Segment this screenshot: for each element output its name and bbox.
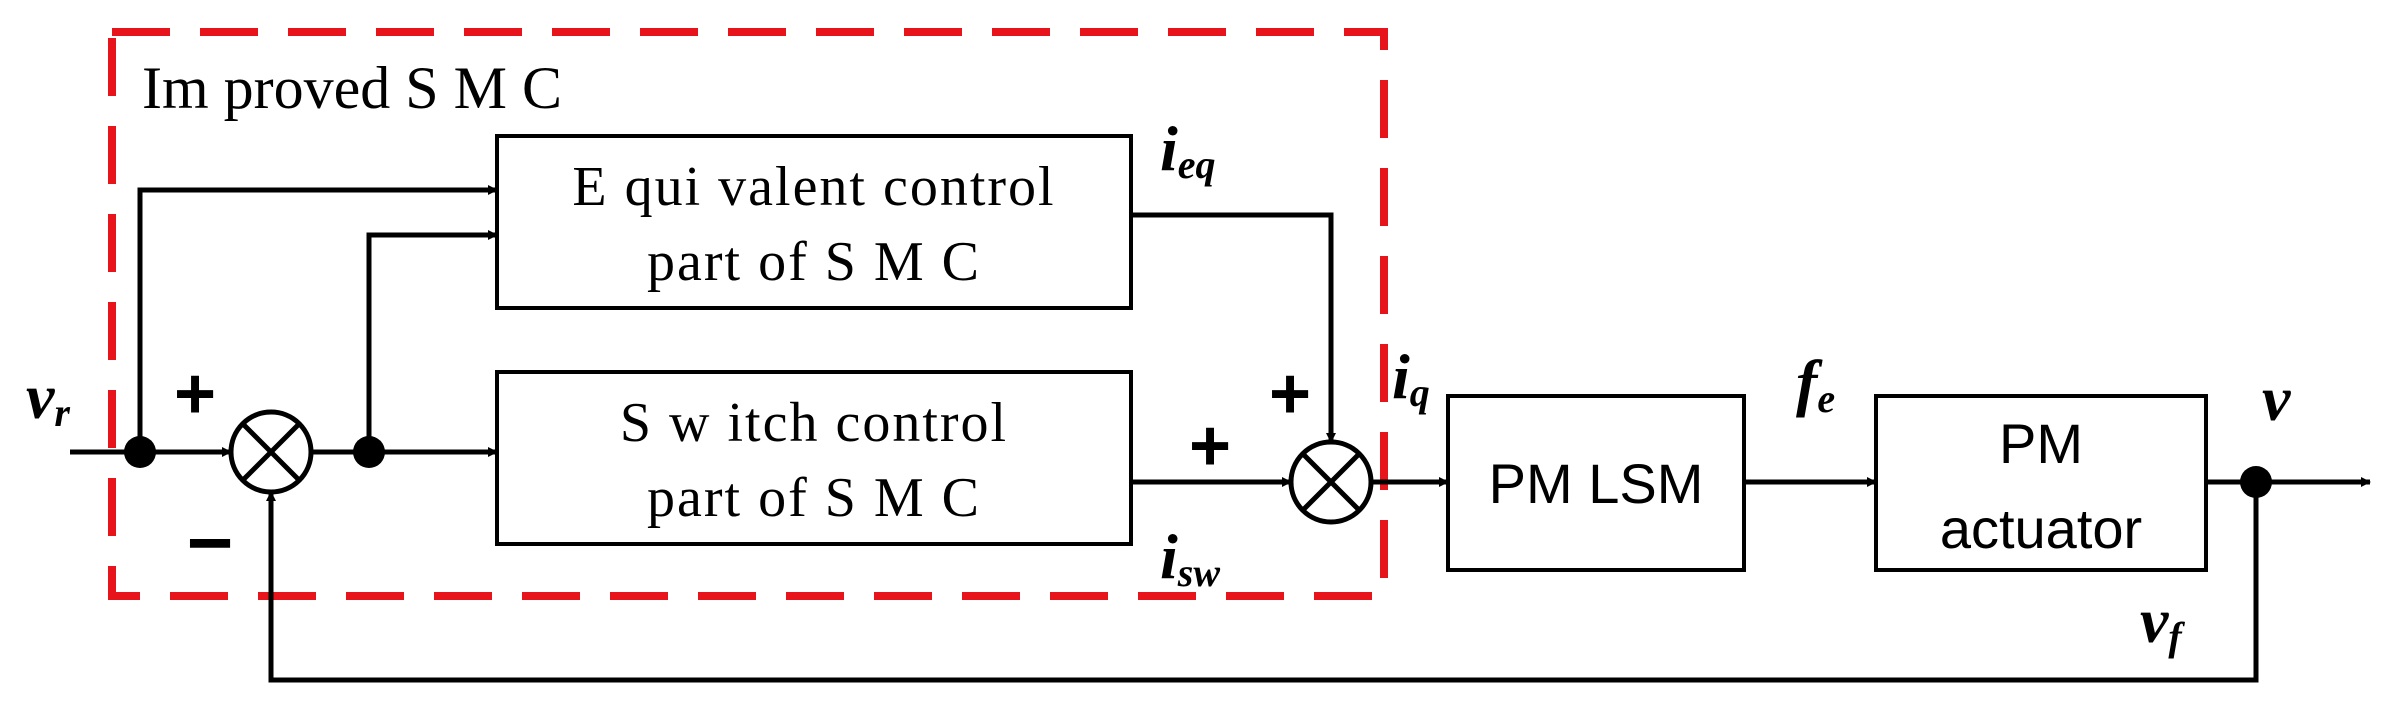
feedback-line [266,482,2259,683]
signal-isw: isw [1160,521,1220,595]
junction-dot-reference [124,436,156,468]
error-to-equivalent [366,230,498,452]
switch-control-line1: S w itch control [620,392,1008,454]
summing-junction-1 [228,409,314,495]
signal-fe: fe [1796,347,1835,421]
equivalent-control-block [495,134,1133,310]
signal-vr: vr [26,361,70,435]
signal-vf: vf [2140,585,2185,659]
summing-junction-2 [1288,439,1374,525]
ieq-line [1131,212,1336,443]
improved-smc-label: Im proved S M C [142,55,562,121]
plus-sign-reference: + [174,354,216,434]
plus-sign-isw: + [1189,406,1231,486]
switch-control-block [495,370,1133,546]
signal-ieq: ieq [1160,113,1216,187]
improved-smc-region [108,28,1388,600]
pm-actuator-line2: actuator [1940,497,2142,560]
plus-sign-ieq: + [1269,354,1311,434]
junction-dot-output [2240,466,2272,498]
junction-dot-error [353,436,385,468]
signal-v: v [2262,363,2291,434]
equivalent-control-line2: part of S M C [647,231,981,293]
pm-actuator-line1: PM [1999,412,2083,475]
reference-to-equivalent [137,185,498,452]
pmlsm-label: PM LSM [1489,452,1704,515]
signal-iq: iq [1392,341,1430,415]
switch-control-line2: part of S M C [647,467,981,529]
minus-sign-feedback: − [187,498,234,587]
equivalent-control-line1: E qui valent control [572,156,1055,218]
